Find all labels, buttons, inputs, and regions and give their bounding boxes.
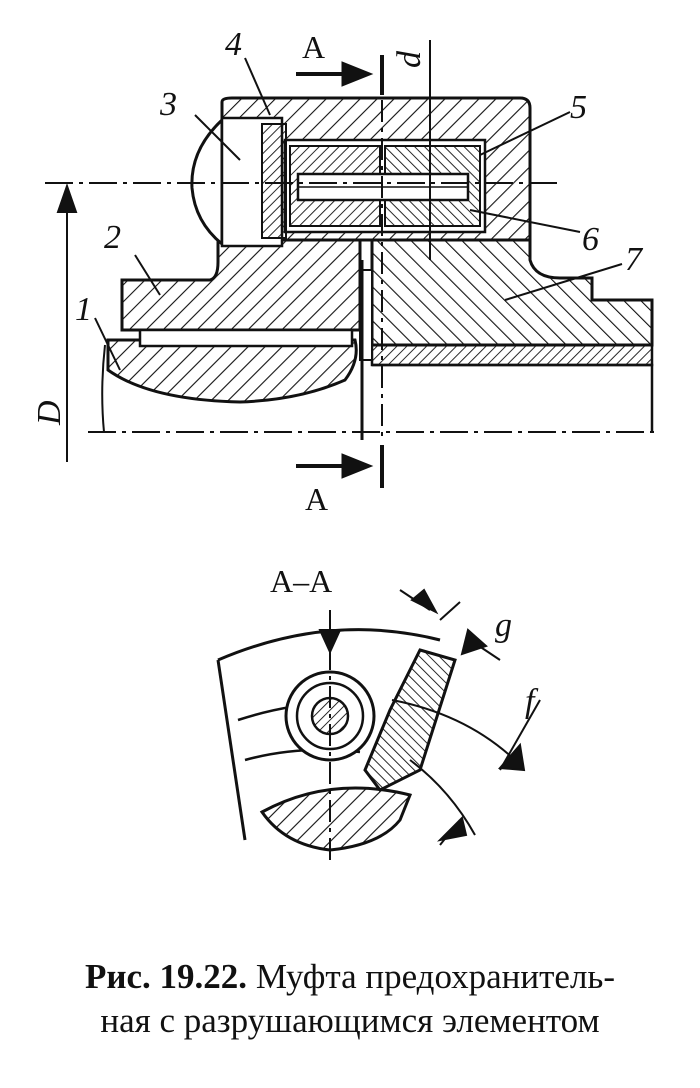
caption-line-2: ная с разрушающимся элементом [100,1001,600,1040]
label-dim-f: f [525,683,539,720]
label-dim-D: D [31,400,68,426]
label-part-4: 4 [225,26,242,63]
half-coupling-right [370,238,654,347]
label-section-bottom: A [305,481,328,517]
caption-number: Рис. 19.22. [84,957,248,996]
main-section-view [106,96,654,432]
section-arrows [296,55,384,488]
section-aa-dimensions [318,588,541,846]
key [138,328,354,348]
label-dim-g: g [495,607,512,644]
label-dim-d: d [391,50,428,68]
label-part-7: 7 [625,241,644,278]
label-part-5: 5 [570,89,587,126]
leader-lines [94,57,623,371]
label-part-2: 2 [104,219,121,256]
label-part-6: 6 [582,221,599,258]
screw-head [190,116,224,248]
label-part-3: 3 [159,86,177,123]
center-lines [45,40,660,462]
caption-line-1: Муфта предохранитель- [255,957,616,996]
section-aa-view [216,610,521,860]
label-section-aa: A–A [270,563,332,599]
label-section-top: A [302,29,325,65]
shaft [106,338,358,404]
figure-caption: Рис. 19.22. Муфта предохранитель- ная с … [0,955,700,1043]
label-part-1: 1 [75,291,92,328]
half-coupling-left [120,238,362,332]
